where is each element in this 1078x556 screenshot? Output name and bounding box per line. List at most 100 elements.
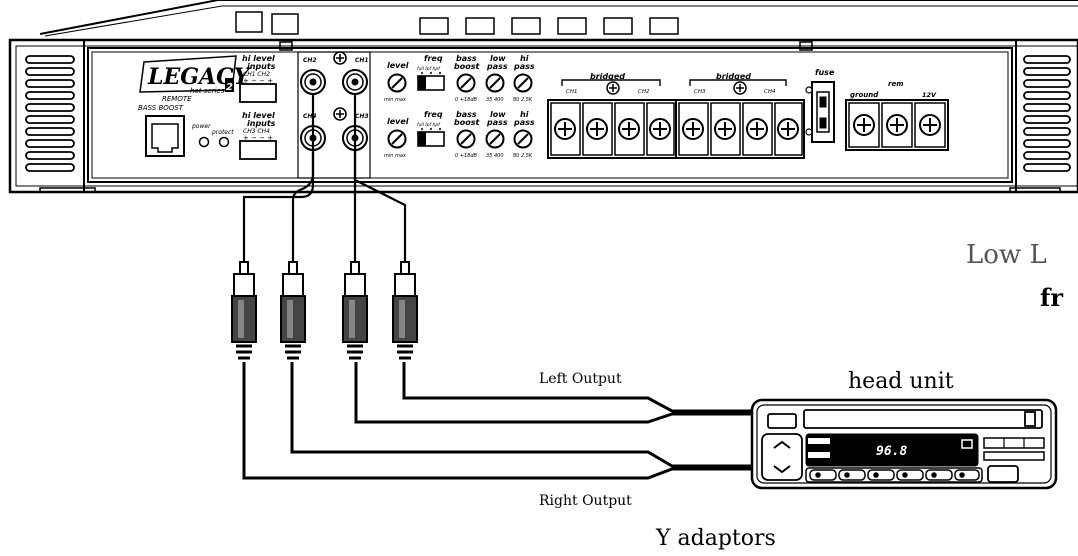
knob-bass-boost-2[interactable] [456, 129, 476, 149]
freq-label-2: freq [424, 110, 443, 119]
bass-label-2b: boost [454, 118, 480, 127]
left-output-label: Left Output [539, 371, 622, 387]
hi-level-label-bottom: hi level [242, 111, 275, 120]
low-label-1b: pass [486, 62, 508, 71]
spk-ch2-label: CH2 [638, 89, 650, 95]
speaker-terminal-b[interactable] [678, 102, 803, 156]
hi-level-input-connector-ch3-ch4[interactable] [239, 140, 277, 160]
power-label: power [191, 123, 211, 130]
controls-row-1: level min max freq full lpf hpf bass boo… [384, 54, 535, 103]
freq-switch-2[interactable] [417, 128, 445, 147]
y-adaptors-label: Y adaptors [655, 526, 776, 551]
speaker-terminal-a[interactable] [550, 102, 675, 156]
rca-plug-3 [342, 261, 368, 360]
legacy-logo: LEGACY hot series 2 [139, 55, 252, 95]
y-adaptor-cables [242, 362, 752, 480]
svg-text:+ − − +: + − − + [243, 134, 273, 142]
remote-bass-boost-jack[interactable] [145, 115, 185, 157]
bridged-ch1-ch2-label [561, 79, 661, 86]
freq-scale-2: full lpf hpf [417, 122, 441, 128]
rca-plug-4 [392, 261, 418, 360]
freq-label-1: freq [424, 54, 443, 63]
bass-scale-2: 0 +18dB [455, 153, 477, 159]
hi-label-2b: pass [513, 118, 535, 127]
spk-ch4-label: CH4 [764, 89, 776, 95]
head-unit [750, 398, 1058, 490]
protect-label: protect [211, 129, 234, 136]
rca-jack-ch2[interactable] [300, 69, 326, 95]
low-label-2b: pass [486, 118, 508, 127]
cut-title-line-2: fr [1040, 283, 1063, 312]
brand-series-number: 2 [226, 82, 233, 93]
knob-bass-boost-1[interactable] [456, 73, 476, 93]
hi-level-label-top: hi level [242, 54, 275, 63]
power-terminals[interactable] [848, 102, 946, 148]
svg-text:+ − − +: + − − + [243, 77, 273, 85]
level-scale-2: min max [384, 153, 406, 159]
hi-level-input-connector-ch1-ch2[interactable] [239, 83, 277, 103]
spk-ch3-label: CH3 [694, 89, 706, 95]
hi-level-channels-top: CH1 CH2 [243, 71, 270, 78]
spk-ch1-label: CH1 [566, 89, 577, 95]
rca-plug-2 [280, 261, 306, 360]
rca-ch4-label: CH4 [303, 113, 317, 120]
level-scale-1: min max [384, 97, 406, 103]
low-label-1a: low [490, 54, 506, 63]
right-vent-slots [1023, 55, 1071, 172]
knob-hi-pass-2[interactable] [513, 129, 533, 149]
ground-label: ground [850, 91, 879, 99]
hi-label-2a: hi [520, 110, 529, 119]
rca-ch2-label: CH2 [303, 57, 317, 64]
rca-ch1-label: CH1 [355, 57, 369, 64]
rem-label: rem [888, 80, 904, 88]
bass-label-1b: boost [454, 62, 480, 71]
bass-label-1a: bass [456, 54, 477, 63]
knob-level-2[interactable] [387, 129, 407, 149]
fuse-label: fuse [815, 68, 835, 77]
low-scale-2: 35 400 [486, 153, 504, 159]
hi-scale-1: 80 2.5K [513, 97, 533, 103]
bass-boost-label: BASS BOOST [138, 104, 184, 112]
low-label-2a: low [490, 110, 506, 119]
knob-low-pass-2[interactable] [485, 129, 505, 149]
bridged-ch3-ch4-label [689, 79, 787, 86]
right-output-label: Right Output [539, 493, 632, 509]
protect-led [218, 136, 230, 148]
rca-input-panel [297, 51, 371, 179]
knob-hi-pass-1[interactable] [513, 73, 533, 93]
fuse[interactable] [805, 81, 835, 143]
bass-label-2a: bass [456, 110, 477, 119]
hi-level-inputs-label-bottom: inputs [247, 119, 276, 128]
level-label-1: level [387, 61, 409, 70]
freq-switch-1[interactable] [417, 72, 445, 91]
knob-low-pass-1[interactable] [485, 73, 505, 93]
hi-label-1a: hi [520, 54, 529, 63]
bridged-label-a: bridged [590, 72, 625, 81]
cut-title-line-1: Low L [966, 240, 1047, 270]
brand-name: LEGACY [147, 64, 252, 90]
hi-level-inputs-label-top: inputs [247, 62, 276, 71]
freq-scale-1: full lpf hpf [417, 66, 441, 72]
bass-scale-1: 0 +18dB [455, 97, 477, 103]
rca-jack-ch1[interactable] [342, 69, 368, 95]
head-unit-label: head unit [848, 369, 954, 394]
hi-label-1b: pass [513, 62, 535, 71]
hi-scale-2: 80 2.5K [513, 153, 533, 159]
head-unit-frequency-display: 96.8 [876, 444, 907, 459]
left-vent-slots [25, 55, 75, 172]
brand-series: hot series [190, 87, 225, 95]
rca-plug-1 [231, 261, 257, 360]
level-label-2: level [387, 117, 409, 126]
low-scale-1: 35 400 [486, 97, 504, 103]
bridged-label-b: bridged [716, 72, 751, 81]
controls-row-2: level min max freq full lpf hpf bass boo… [384, 110, 535, 159]
remote-label: REMOTE [162, 95, 192, 103]
v12-label: 12V [922, 91, 937, 99]
rca-cables [242, 94, 407, 262]
knob-level-1[interactable] [387, 73, 407, 93]
rca-ch3-label: CH3 [355, 113, 369, 120]
power-led [198, 136, 210, 148]
hi-level-channels-bottom: CH3 CH4 [243, 128, 270, 135]
